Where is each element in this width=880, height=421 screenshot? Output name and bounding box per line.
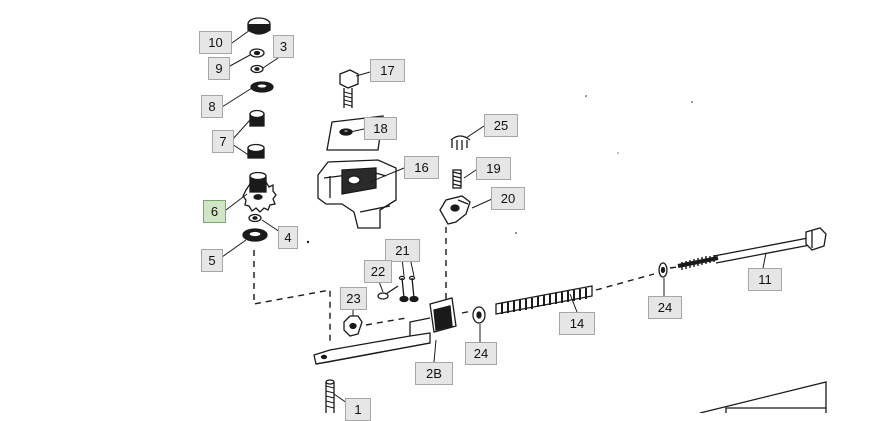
callout-7[interactable]: 7: [212, 130, 234, 153]
clip-part-25: [450, 135, 471, 150]
washer-part-3: [250, 64, 264, 74]
bolt-part-1: [325, 379, 335, 413]
print-specks: [306, 95, 693, 244]
housing-part-16: [317, 159, 397, 229]
callout-9[interactable]: 9: [208, 57, 230, 80]
callout-5[interactable]: 5: [201, 249, 223, 272]
washer-part-9: [249, 48, 265, 58]
callout-24-left[interactable]: 24: [465, 342, 497, 365]
arm-part-2b: [313, 297, 457, 365]
callout-11[interactable]: 11: [748, 268, 782, 291]
callout-16[interactable]: 16: [404, 156, 439, 179]
callout-21[interactable]: 21: [385, 239, 420, 262]
pins-part-21: [398, 275, 419, 303]
callout-8[interactable]: 8: [201, 95, 223, 118]
assembly-lines: [253, 227, 678, 345]
callout-25[interactable]: 25: [484, 114, 518, 137]
callout-10[interactable]: 10: [199, 31, 232, 54]
ring-part-8: [250, 81, 274, 93]
spring-part-19: [452, 169, 462, 189]
clip-part-22: [377, 285, 399, 300]
nut-part-23: [343, 315, 363, 337]
washer-part-4: [248, 213, 262, 223]
bushing-part-7-bottom: [247, 143, 265, 159]
callout-1[interactable]: 1: [345, 398, 371, 421]
callout-18[interactable]: 18: [364, 117, 397, 140]
bolt-part-17: [339, 69, 359, 108]
frame-bracket: [699, 381, 827, 413]
washer-part-24-right: [658, 262, 668, 278]
callout-24-right[interactable]: 24: [648, 296, 682, 319]
cap-part-10: [247, 17, 271, 35]
bearing-part-5: [242, 228, 268, 242]
leader-lines: [221, 29, 767, 404]
callout-17[interactable]: 17: [370, 59, 405, 82]
callout-2b[interactable]: 2B: [415, 362, 453, 385]
callout-20[interactable]: 20: [491, 187, 525, 210]
callout-14[interactable]: 14: [559, 312, 595, 335]
callout-3[interactable]: 3: [273, 35, 294, 58]
callout-6[interactable]: 6: [203, 200, 226, 223]
callout-19[interactable]: 19: [476, 157, 511, 180]
washer-part-24-left: [472, 306, 486, 324]
pawl-part-20: [439, 195, 471, 225]
spring-part-14: [495, 285, 593, 315]
sprocket-part-6: [242, 171, 277, 213]
bushing-part-7-top: [249, 109, 265, 127]
callout-4[interactable]: 4: [278, 226, 298, 249]
callout-23[interactable]: 23: [340, 287, 367, 310]
bolt-part-11: [677, 227, 827, 270]
callout-22[interactable]: 22: [364, 260, 392, 283]
